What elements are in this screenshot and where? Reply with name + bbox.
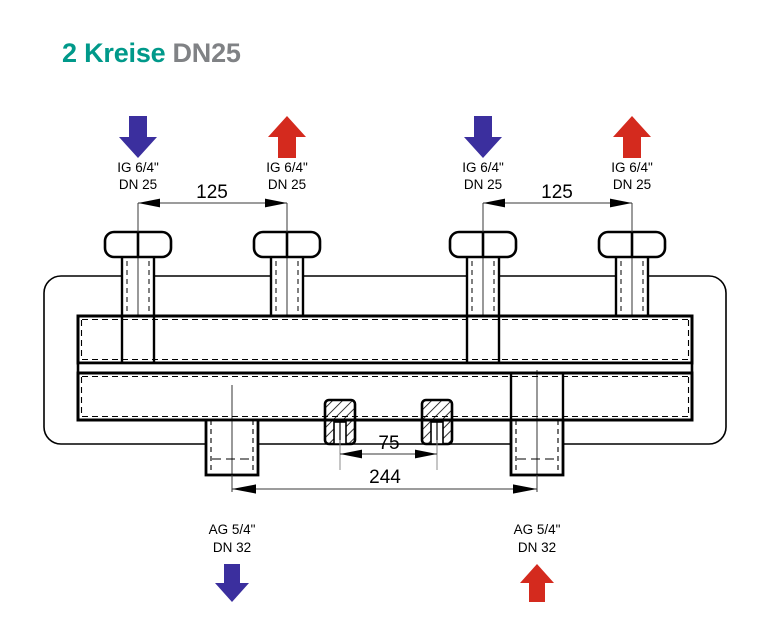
dimension-244-value: 244 <box>369 467 401 488</box>
top-port-2-nipple <box>252 224 322 330</box>
top-port-labels: IG 6/4" DN 25 IG 6/4" DN 25 IG 6/4" DN 2… <box>117 160 653 192</box>
top-port-3-label-line2: DN 25 <box>464 177 502 192</box>
top-port-1-label-line2: DN 25 <box>119 177 157 192</box>
top-port-4-label-line2: DN 25 <box>613 177 651 192</box>
bottom-port-5-nipple <box>204 385 260 492</box>
dimension-125-left: 125 <box>137 182 288 232</box>
dimension-244: 244 <box>231 467 538 494</box>
arrow-up-port-6 <box>520 564 554 602</box>
top-port-3-label-line1: IG 6/4" <box>462 160 504 175</box>
lower-chamber <box>76 371 694 422</box>
upper-chamber <box>76 314 694 365</box>
page-title-sub: DN25 <box>172 38 241 68</box>
mounting-boss-right <box>420 398 454 470</box>
arrow-down-port-3 <box>464 116 502 158</box>
dimension-125-right: 125 <box>482 182 633 232</box>
top-port-4-nipple <box>597 224 667 330</box>
dimension-75-value: 75 <box>378 433 399 454</box>
bottom-port-6-label-line2: DN 32 <box>518 540 556 555</box>
arrow-down-port-5 <box>215 564 249 602</box>
bottom-port-labels: AG 5/4" DN 32 AG 5/4" DN 32 <box>209 522 561 555</box>
top-flow-arrows <box>119 116 651 158</box>
bottom-port-6-label-line1: AG 5/4" <box>514 522 561 537</box>
dimension-125-left-value: 125 <box>196 182 228 203</box>
dimension-125-right-value: 125 <box>541 182 573 203</box>
mounting-bosses <box>323 398 454 470</box>
arrow-down-port-1 <box>119 116 157 158</box>
top-port-2-label-line2: DN 25 <box>268 177 306 192</box>
dimension-75: 75 <box>339 433 438 459</box>
page-title-main: 2 Kreise <box>62 38 166 68</box>
mounting-boss-left <box>323 398 357 470</box>
top-port-4-label-line1: IG 6/4" <box>611 160 653 175</box>
bottom-port-5-label-line1: AG 5/4" <box>209 522 256 537</box>
top-port-1-label-line1: IG 6/4" <box>117 160 159 175</box>
bottom-port-5-label-line2: DN 32 <box>213 540 251 555</box>
arrow-up-port-4 <box>613 116 651 158</box>
top-port-2-label-line1: IG 6/4" <box>266 160 308 175</box>
arrow-up-port-2 <box>268 116 306 158</box>
bottom-flow-arrows <box>215 564 554 602</box>
top-port-assemblies <box>103 224 667 350</box>
